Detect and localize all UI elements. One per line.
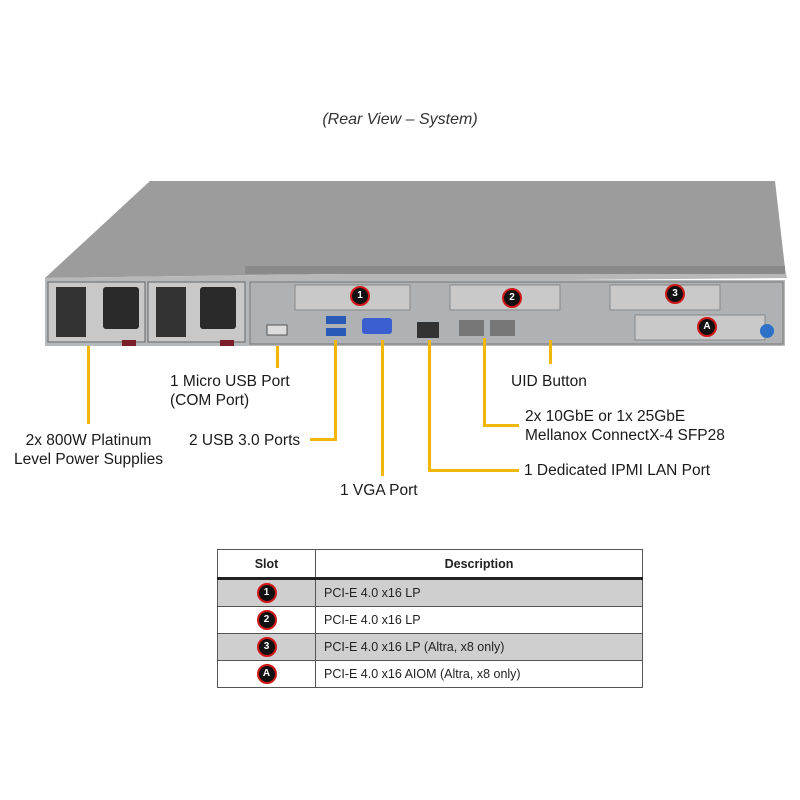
slot-description: PCI-E 4.0 x16 LP — [315, 578, 643, 607]
slot-table: Slot Description 1 PCI-E 4.0 x16 LP 2 PC… — [217, 549, 643, 688]
leader-line-ipmi-h — [428, 469, 519, 472]
micro-usb-port-icon — [266, 324, 288, 336]
uid-button-icon — [760, 324, 774, 338]
header-description: Description — [315, 549, 643, 580]
sfp28-port-icon — [459, 320, 484, 336]
leader-line-usb3 — [334, 340, 337, 440]
label-usb3: 2 USB 3.0 Ports — [189, 432, 301, 449]
table-header-row: Slot Description — [217, 549, 643, 580]
label-ipmi: 1 Dedicated IPMI LAN Port — [524, 462, 711, 479]
server-rear-view — [45, 181, 787, 346]
leader-line-ipmi — [428, 340, 431, 472]
slot-description: PCI-E 4.0 x16 LP (Altra, x8 only) — [315, 633, 643, 661]
ipmi-lan-port-icon — [417, 322, 439, 338]
power-supply-1 — [47, 281, 146, 346]
leader-line-sfp-h — [483, 424, 519, 427]
leader-line-usb3-h — [310, 438, 337, 441]
leader-line-vga — [381, 340, 384, 476]
power-supply-2 — [147, 281, 246, 346]
slot-badge: A — [256, 664, 277, 684]
table-row: 3 PCI-E 4.0 x16 LP (Altra, x8 only) — [217, 633, 643, 661]
power-inlet-icon — [200, 287, 236, 329]
sfp28-port-icon — [490, 320, 515, 336]
leader-line-uid — [549, 340, 552, 364]
slot-badge: 2 — [256, 610, 277, 630]
usb3-port-icon — [326, 328, 346, 336]
leader-line-micro-usb — [276, 346, 279, 368]
slot-badge-a: A — [697, 317, 717, 337]
slot-description: PCI-E 4.0 x16 LP — [315, 606, 643, 634]
label-micro-usb: 1 Micro USB Port(COM Port) — [170, 373, 290, 409]
table-row: 1 PCI-E 4.0 x16 LP — [217, 578, 643, 607]
label-uid: UID Button — [511, 373, 587, 390]
slot-badge-3: 3 — [665, 284, 685, 304]
leader-line-sfp — [483, 338, 486, 427]
power-inlet-icon — [103, 287, 139, 329]
table-row: A PCI-E 4.0 x16 AIOM (Altra, x8 only) — [217, 660, 643, 688]
slot-badge-2: 2 — [502, 288, 522, 308]
label-vga: 1 VGA Port — [340, 482, 418, 499]
vent-strip — [245, 266, 785, 274]
slot-description: PCI-E 4.0 x16 AIOM (Altra, x8 only) — [315, 660, 643, 688]
usb3-port-icon — [326, 316, 346, 324]
header-slot: Slot — [217, 549, 316, 580]
chassis-top-cover — [45, 181, 785, 278]
diagram-title: (Rear View – System) — [322, 111, 478, 128]
vga-port-icon — [362, 318, 392, 334]
table-row: 2 PCI-E 4.0 x16 LP — [217, 606, 643, 634]
leader-line-psu — [87, 346, 90, 424]
slot-badge-1: 1 — [350, 286, 370, 306]
slot-badge: 3 — [256, 637, 277, 657]
slot-badge: 1 — [256, 583, 277, 603]
